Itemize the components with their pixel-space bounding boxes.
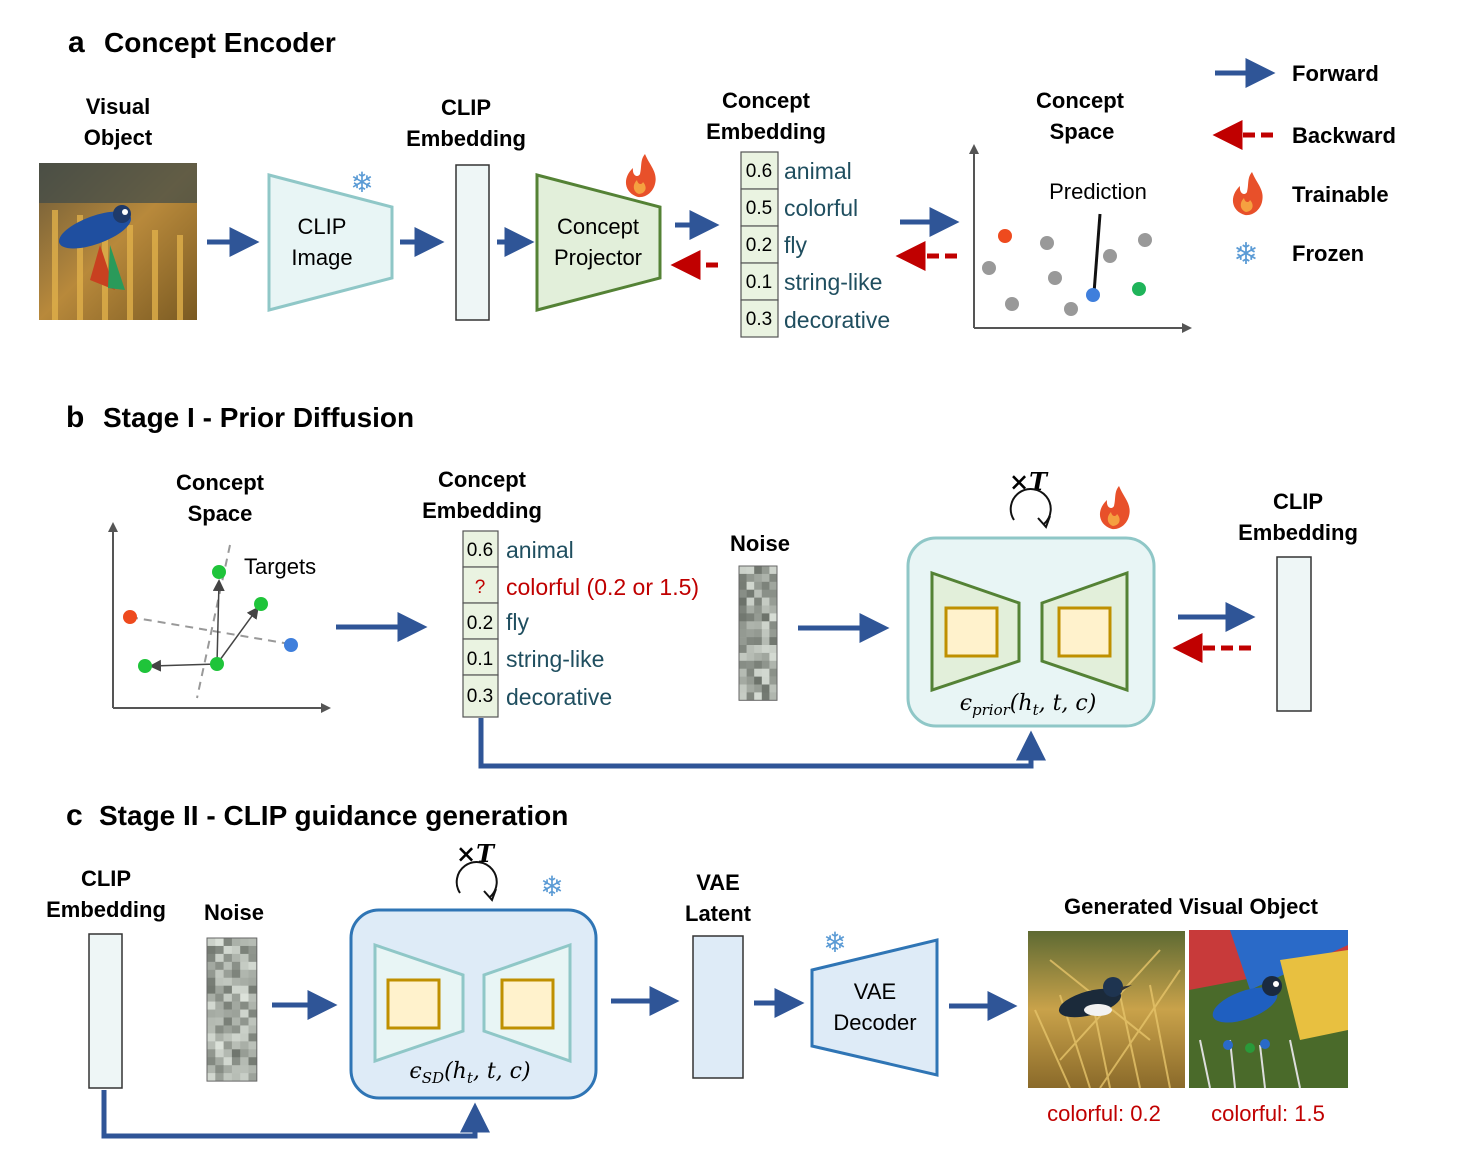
- visual-object-image: [39, 163, 197, 320]
- concept-label: decorative: [784, 307, 890, 333]
- times-t-label: ×T: [456, 839, 496, 868]
- panel-b-letter: b: [66, 401, 84, 434]
- concept-space-plot-b: Targets: [108, 522, 331, 713]
- legend-forward: Forward: [1292, 61, 1379, 86]
- concept-label: fly: [784, 232, 808, 258]
- loop-icon: [455, 861, 498, 898]
- cell-value: 0.1: [467, 649, 493, 670]
- conditioning-arrow-b: [478, 718, 1046, 769]
- concept-label: fly: [506, 609, 530, 635]
- concept-label: string-like: [506, 646, 604, 672]
- clip-embedding-label-2: Embedding: [46, 897, 166, 922]
- generated-image-2: [1189, 930, 1348, 1089]
- point-prediction: [1086, 288, 1100, 302]
- flame-icon: [625, 154, 656, 198]
- cell-value: 0.6: [467, 540, 493, 561]
- visual-object-label-1: Visual: [86, 94, 150, 119]
- clip-embedding-label-1: CLIP: [1273, 489, 1323, 514]
- prediction-label: Prediction: [1049, 179, 1147, 204]
- legend-frozen: Frozen: [1292, 241, 1364, 266]
- snowflake-icon: ❄: [540, 871, 563, 902]
- visual-object-label-2: Object: [84, 125, 153, 150]
- snowflake-icon: ❄: [350, 167, 373, 198]
- loop-icon: [1009, 488, 1052, 525]
- clip-embedding-vector: [455, 164, 490, 321]
- clip-image-label-1: CLIP: [298, 214, 347, 239]
- concept-embedding-table-b: 0.6 ? 0.2 0.1 0.3 animal colorful (0.2 o…: [462, 530, 699, 718]
- vae-decoder-label-2: Decoder: [833, 1010, 916, 1035]
- point-green: [1132, 282, 1146, 296]
- vae-decoder: [810, 938, 939, 1077]
- clip-embedding-vector: [88, 933, 123, 1089]
- epsilon-prior-label: ϵprior(ht, t, c): [960, 691, 1097, 719]
- concept-label: decorative: [506, 684, 612, 710]
- concept-label-highlight: colorful (0.2 or 1.5): [506, 574, 699, 600]
- panel-c-title: Stage II - CLIP guidance generation: [99, 800, 568, 831]
- clip-embedding-label-2: Embedding: [1238, 520, 1358, 545]
- concept-label: animal: [784, 158, 852, 184]
- noise-label: Noise: [730, 531, 790, 556]
- cell-value: 0.3: [467, 686, 493, 707]
- vae-latent-label-2: Latent: [685, 901, 752, 926]
- cell-value-unknown: ?: [475, 577, 486, 598]
- vae-latent-label-1: VAE: [696, 870, 740, 895]
- panel-a: a Concept Encoder Visual Object CLIP Ima…: [39, 26, 1192, 338]
- projector-label-1: Concept: [557, 214, 639, 239]
- cell-value: 0.1: [746, 272, 772, 293]
- clip-image-label-2: Image: [291, 245, 352, 270]
- clip-embedding-label-1: CLIP: [441, 95, 491, 120]
- panel-a-title: Concept Encoder: [104, 27, 336, 58]
- legend-trainable: Trainable: [1292, 182, 1389, 207]
- concept-space-label-1: Concept: [176, 470, 265, 495]
- vae-latent-vector: [692, 935, 744, 1079]
- cell-value: 0.2: [467, 613, 493, 634]
- noise-block-c: [206, 937, 258, 1082]
- projector-label-2: Projector: [554, 245, 642, 270]
- concept-label: colorful: [784, 195, 858, 221]
- times-t-label: ×T: [1009, 467, 1049, 496]
- legend-backward: Backward: [1292, 123, 1396, 148]
- clip-embedding-label-1: CLIP: [81, 866, 131, 891]
- snowflake-icon: ❄: [823, 927, 846, 958]
- flame-icon: [1099, 486, 1130, 530]
- panel-b: b Stage I - Prior Diffusion Concept Spac…: [66, 401, 1358, 769]
- clip-image-encoder: [267, 173, 394, 312]
- concept-space-label-2: Space: [1050, 119, 1115, 144]
- panel-a-letter: a: [68, 26, 85, 59]
- vae-decoder-label-1: VAE: [854, 979, 896, 1004]
- caption-colorful-low: colorful: 0.2: [1047, 1101, 1161, 1126]
- generated-title: Generated Visual Object: [1064, 894, 1319, 919]
- point-red: [998, 229, 1012, 243]
- legend: Forward Backward Trainable ❄ Frozen: [1212, 58, 1396, 271]
- concept-label: string-like: [784, 269, 882, 295]
- noise-label: Noise: [204, 900, 264, 925]
- cell-value: 0.5: [746, 198, 772, 219]
- concept-embedding-label-2: Embedding: [422, 498, 542, 523]
- concept-embedding-label-1: Concept: [438, 467, 527, 492]
- panel-c: c Stage II - CLIP guidance generation CL…: [46, 799, 1348, 1139]
- clip-embedding-label-2: Embedding: [406, 126, 526, 151]
- clip-embedding-vector: [1276, 556, 1312, 712]
- cell-value: 0.3: [746, 309, 772, 330]
- concept-space-label-1: Concept: [1036, 88, 1125, 113]
- concept-label: animal: [506, 537, 574, 563]
- concept-embedding-label-1: Concept: [722, 88, 811, 113]
- concept-space-plot-a: Prediction: [969, 144, 1192, 333]
- concept-embedding-label-2: Embedding: [706, 119, 826, 144]
- generated-image-1: [1028, 931, 1185, 1089]
- noise-block-b: [738, 565, 778, 701]
- flame-icon: [1232, 172, 1263, 216]
- concept-space-label-2: Space: [188, 501, 253, 526]
- concept-embedding-table-a: 0.6 0.5 0.2 0.1 0.3 animal colorful fly …: [740, 151, 890, 338]
- panel-b-title: Stage I - Prior Diffusion: [103, 402, 414, 433]
- concept-projector: [535, 173, 662, 312]
- conditioning-arrow-c: [101, 1090, 490, 1139]
- snowflake-icon: ❄: [1233, 238, 1258, 271]
- targets-label: Targets: [244, 554, 316, 579]
- cell-value: 0.2: [746, 235, 772, 256]
- caption-colorful-high: colorful: 1.5: [1211, 1101, 1325, 1126]
- panel-c-letter: c: [66, 799, 83, 832]
- cell-value: 0.6: [746, 161, 772, 182]
